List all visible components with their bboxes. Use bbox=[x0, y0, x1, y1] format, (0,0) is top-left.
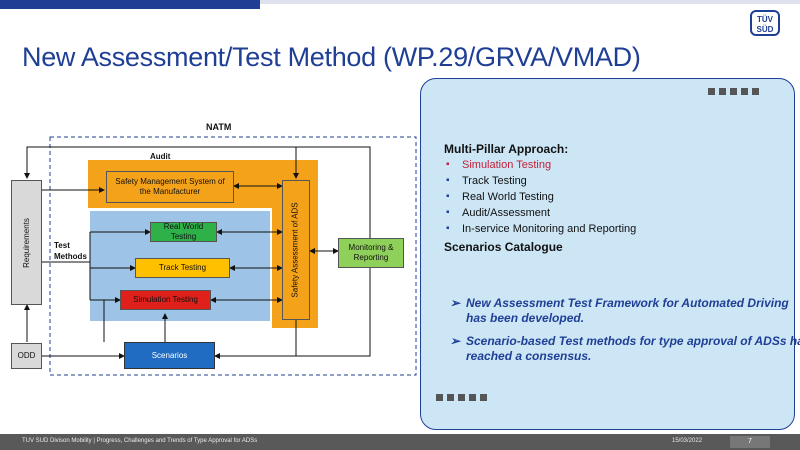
simulation-testing-box: Simulation Testing bbox=[120, 290, 211, 310]
info-card bbox=[420, 78, 795, 430]
top-accent-bar bbox=[0, 0, 260, 9]
audit-label: Audit bbox=[150, 152, 171, 161]
requirements-box: Requirements bbox=[11, 180, 42, 305]
slide-title: New Assessment/Test Method (WP.29/GRVA/V… bbox=[22, 42, 641, 72]
conclusion-text-1: New Assessment Test Framework for Automa… bbox=[466, 296, 789, 325]
natm-diagram: NATM Audit Test Methods Requirements ODD… bbox=[11, 122, 417, 376]
footer-bar bbox=[0, 434, 800, 450]
monitoring-reporting-box: Monitoring & Reporting bbox=[338, 238, 404, 268]
scenarios-box: Scenarios bbox=[124, 342, 215, 369]
footer-date: 15/03/2022 bbox=[672, 438, 703, 444]
pillar-item-simulation: Simulation Testing bbox=[446, 159, 551, 171]
natm-label: NATM bbox=[206, 122, 232, 132]
natm-boundary bbox=[49, 136, 417, 376]
top-accent-line bbox=[260, 0, 800, 4]
footer-text: TUV SUD Divison Mobility | Progress, Cha… bbox=[22, 438, 258, 444]
pillar-item-monitoring: In-service Monitoring and Reporting bbox=[446, 223, 636, 235]
conclusion-bullet-1: ➢ New Assessment Test Framework for Auto… bbox=[450, 296, 800, 326]
decor-dots-bottom bbox=[436, 394, 487, 401]
decor-dots-top bbox=[708, 88, 759, 95]
safety-assessment-label: Safety Assessment of ADS bbox=[291, 202, 300, 298]
odd-box: ODD bbox=[11, 343, 42, 369]
conclusion-bullet-2: ➢ Scenario-based Test methods for type a… bbox=[450, 334, 800, 364]
pillar-item-real-world: Real World Testing bbox=[446, 191, 554, 203]
requirements-label: Requirements bbox=[21, 217, 31, 268]
pillar-item-audit: Audit/Assessment bbox=[446, 207, 550, 219]
arrow-marker-icon: ➢ bbox=[450, 334, 461, 348]
conclusion-text-2: Scenario-based Test methods for type app… bbox=[466, 334, 800, 363]
track-testing-box: Track Testing bbox=[135, 258, 230, 278]
arrow-marker-icon: ➢ bbox=[450, 296, 461, 310]
test-methods-label: Test Methods bbox=[54, 241, 87, 261]
scenarios-catalogue-heading: Scenarios Catalogue bbox=[444, 240, 563, 254]
page-number: 7 bbox=[730, 436, 770, 448]
sms-box: Safety Management System of the Manufact… bbox=[106, 171, 234, 203]
pillar-item-track: Track Testing bbox=[446, 175, 527, 187]
safety-assessment-box: Safety Assessment of ADS bbox=[282, 180, 310, 320]
real-world-testing-box: Real World Testing bbox=[150, 222, 217, 242]
multi-pillar-heading: Multi-Pillar Approach: bbox=[444, 142, 569, 156]
tuv-logo: TÜV SÜD bbox=[750, 10, 780, 36]
